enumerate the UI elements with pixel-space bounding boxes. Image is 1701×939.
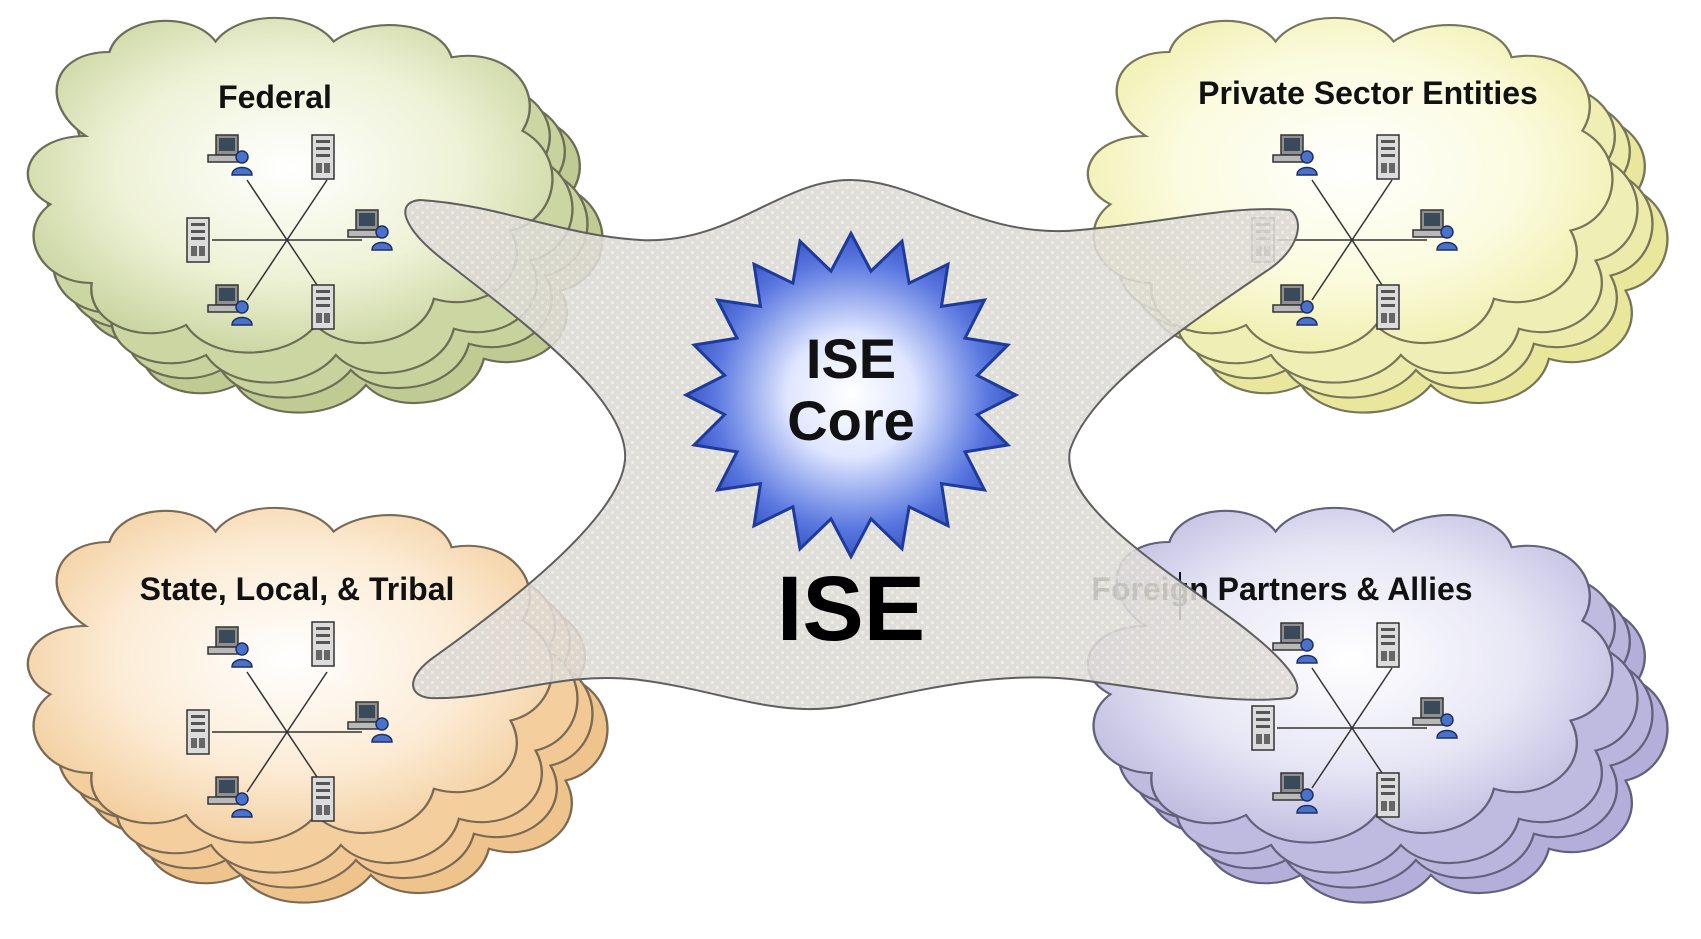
server-icon: [311, 134, 335, 180]
server-icon: [186, 709, 210, 755]
server-icon: [311, 621, 335, 667]
cloud-private-sector-label: Private Sector Entities: [1198, 75, 1538, 111]
cloud-federal: Federal: [26, 16, 604, 414]
server-icon: [186, 217, 210, 263]
network-hub-state: [186, 621, 393, 822]
cloud-federal-label: Federal: [218, 79, 332, 115]
server-icon: [1376, 134, 1400, 180]
ise-core-line1: ISE: [806, 327, 896, 390]
server-icon: [311, 284, 335, 330]
network-hub-private: [1251, 134, 1458, 330]
network-hub-federal: [186, 134, 393, 330]
server-icon: [1376, 284, 1400, 330]
server-icon: [1251, 705, 1275, 751]
server-icon: [1376, 622, 1400, 668]
ise-label: ISE: [777, 558, 925, 660]
server-icon: [1376, 772, 1400, 818]
ise-core-starburst: ISE Core: [682, 230, 1020, 560]
cloud-state-local-tribal: State, Local, & Tribal: [26, 506, 609, 904]
server-icon: [311, 776, 335, 822]
ise-core-line2: Core: [787, 389, 915, 452]
network-hub-foreign: [1251, 622, 1458, 818]
cloud-foreign-partners: Foreign Partners & Allies: [1086, 506, 1669, 904]
cloud-private-sector: Private Sector Entities: [1086, 16, 1669, 414]
cloud-state-local-tribal-label: State, Local, & Tribal: [140, 571, 455, 607]
